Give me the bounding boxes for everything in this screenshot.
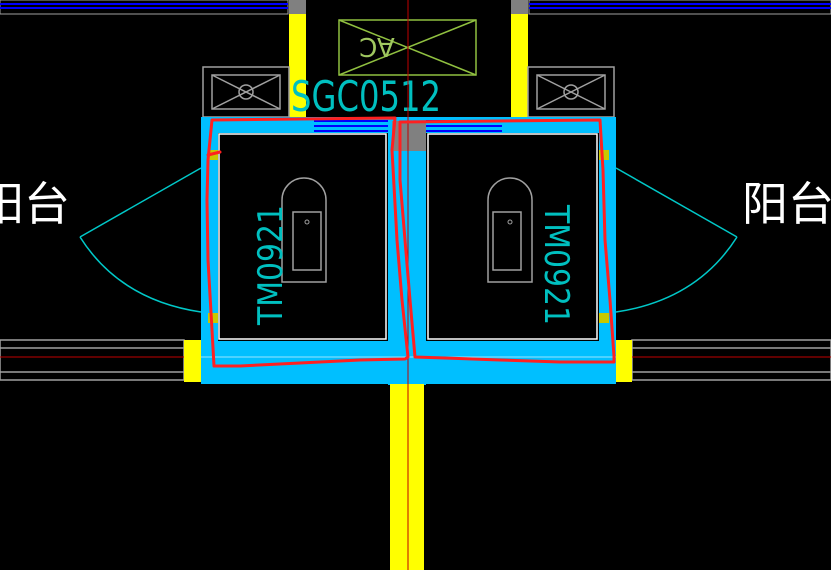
pipe-shaft: [392, 121, 426, 151]
top-right-column-cap: [511, 0, 528, 14]
right-room-outline: [427, 133, 598, 340]
door-code-left: TM0921: [251, 205, 291, 326]
window-code-label: SGC0512: [291, 72, 441, 121]
balcony-label-left: 阳台: [0, 177, 70, 231]
left-room-outline: [218, 133, 387, 340]
top-wall-window-left: [314, 120, 388, 132]
door-code-right: TM0921: [536, 204, 576, 325]
right-exhaust-fan: [527, 66, 615, 118]
markup-outline: [205, 116, 616, 368]
top-right-column: [511, 0, 528, 118]
bottom-right-column: [616, 340, 632, 382]
bottom-center-column: [390, 384, 424, 570]
top-left-column: [289, 0, 306, 118]
left-door-swing: [79, 167, 202, 313]
top-right-window: [528, 0, 831, 15]
top-left-window: [0, 0, 289, 15]
left-toilet: [281, 177, 327, 283]
balcony-label-right: 阳台: [742, 177, 831, 231]
ac-tag: AC: [359, 31, 394, 61]
right-door-swing: [615, 167, 738, 313]
right-toilet: [487, 177, 533, 283]
bottom-left-column: [184, 340, 201, 382]
top-left-column-cap: [289, 0, 306, 14]
